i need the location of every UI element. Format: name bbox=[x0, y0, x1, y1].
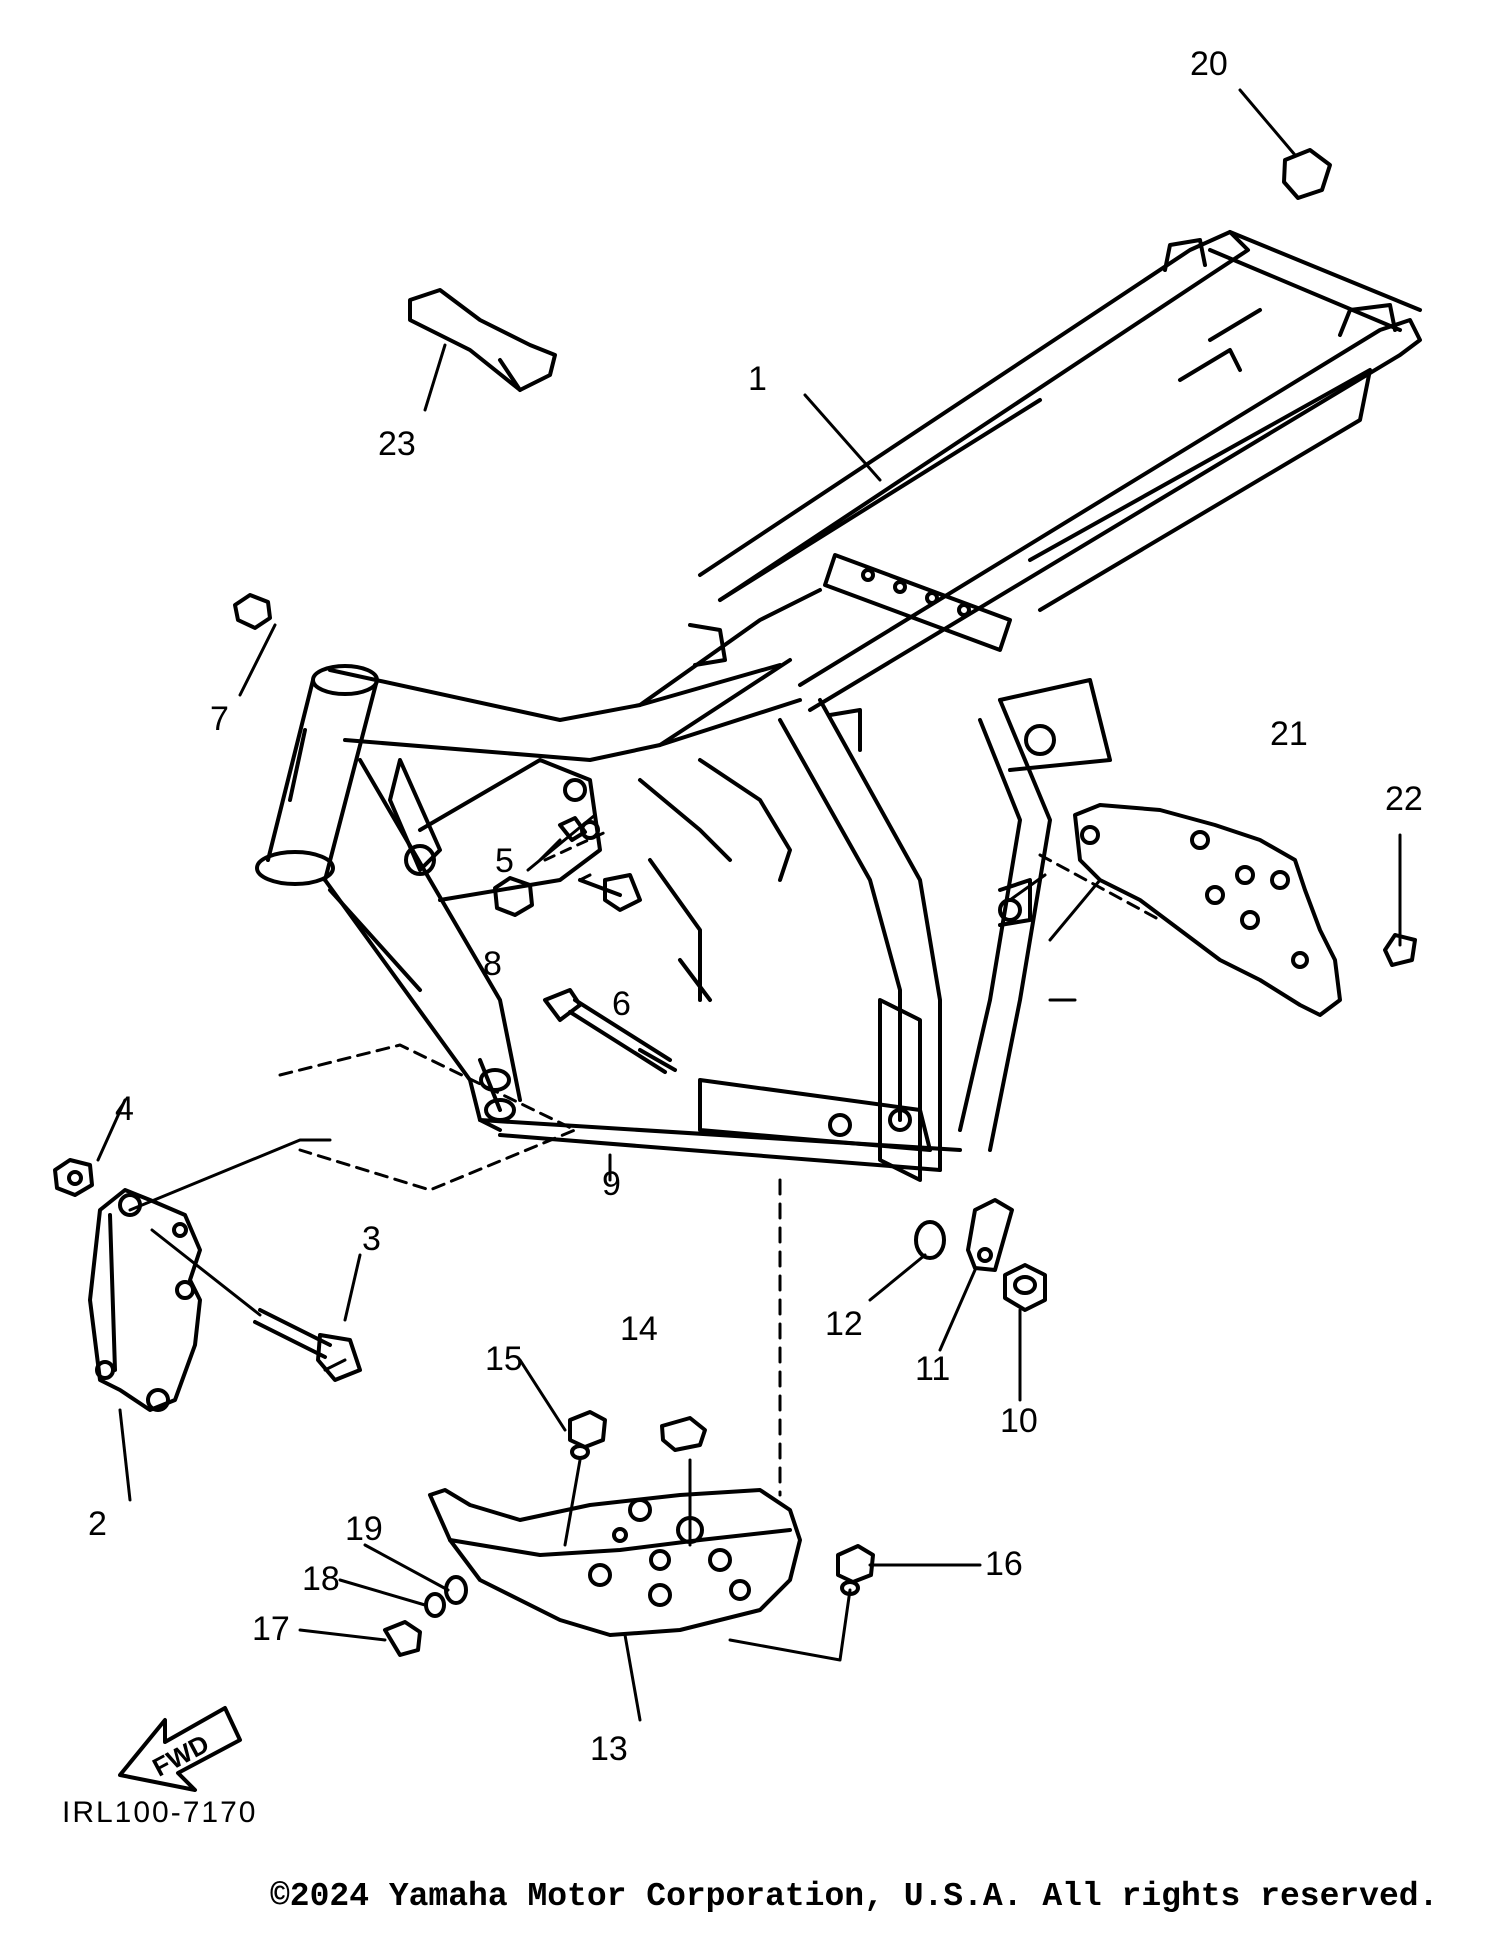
callout-labels: 1 2 3 4 5 6 7 8 9 10 11 12 13 14 15 16 1… bbox=[88, 45, 1423, 1768]
bolt-9 bbox=[543, 988, 677, 1074]
leader-lines bbox=[96, 88, 1402, 1722]
callout-19: 19 bbox=[345, 1510, 383, 1548]
callout-8: 8 bbox=[483, 945, 502, 983]
damper-14 bbox=[660, 1416, 707, 1452]
callout-12: 12 bbox=[825, 1305, 863, 1343]
nut-4 bbox=[53, 1158, 94, 1197]
main-frame bbox=[255, 230, 1422, 1182]
callout-7: 7 bbox=[210, 700, 229, 738]
callout-22: 22 bbox=[1385, 780, 1423, 818]
washer-18 bbox=[424, 1592, 446, 1618]
bolt-3 bbox=[253, 1308, 362, 1382]
callout-4: 4 bbox=[115, 1090, 134, 1128]
callout-20: 20 bbox=[1190, 45, 1228, 83]
callout-18: 18 bbox=[302, 1560, 340, 1598]
collar-15 bbox=[568, 1410, 607, 1460]
nut-5 bbox=[558, 816, 587, 842]
nut-10 bbox=[1003, 1263, 1047, 1312]
callout-9: 9 bbox=[602, 1165, 621, 1203]
bolt-22 bbox=[1383, 933, 1417, 967]
cap-20 bbox=[1282, 148, 1332, 200]
callout-21: 21 bbox=[1270, 715, 1308, 753]
callout-16: 16 bbox=[985, 1545, 1023, 1583]
engine-bracket-front bbox=[88, 1188, 202, 1412]
collar-12 bbox=[914, 1220, 946, 1260]
bracket-11 bbox=[966, 1198, 1014, 1272]
callout-11: 11 bbox=[915, 1350, 950, 1388]
callout-1: 1 bbox=[748, 360, 767, 398]
diagram-reference-code: IRL100-7170 bbox=[62, 1796, 258, 1829]
bolt-17 bbox=[383, 1620, 422, 1657]
copyright-notice: ©2024 Yamaha Motor Corporation, U.S.A. A… bbox=[270, 1878, 1439, 1915]
plate-23 bbox=[408, 288, 557, 392]
callout-3: 3 bbox=[362, 1220, 381, 1258]
callout-2: 2 bbox=[88, 1505, 107, 1543]
callout-14: 14 bbox=[620, 1310, 658, 1348]
callout-6: 6 bbox=[612, 985, 631, 1023]
callout-5: 5 bbox=[495, 842, 514, 880]
collar-16 bbox=[836, 1544, 875, 1596]
nut-8 bbox=[493, 876, 534, 917]
callout-10: 10 bbox=[1000, 1402, 1038, 1440]
under-guard-13 bbox=[428, 1488, 802, 1637]
forward-arrow-icon: FWD bbox=[118, 1706, 242, 1792]
rear-bracket-21 bbox=[1073, 803, 1342, 1017]
nut-7 bbox=[233, 593, 272, 630]
bolt-6 bbox=[578, 873, 642, 912]
callout-13: 13 bbox=[590, 1730, 628, 1768]
callout-17: 17 bbox=[252, 1610, 290, 1648]
callout-23: 23 bbox=[378, 425, 416, 463]
callout-15: 15 bbox=[485, 1340, 523, 1378]
